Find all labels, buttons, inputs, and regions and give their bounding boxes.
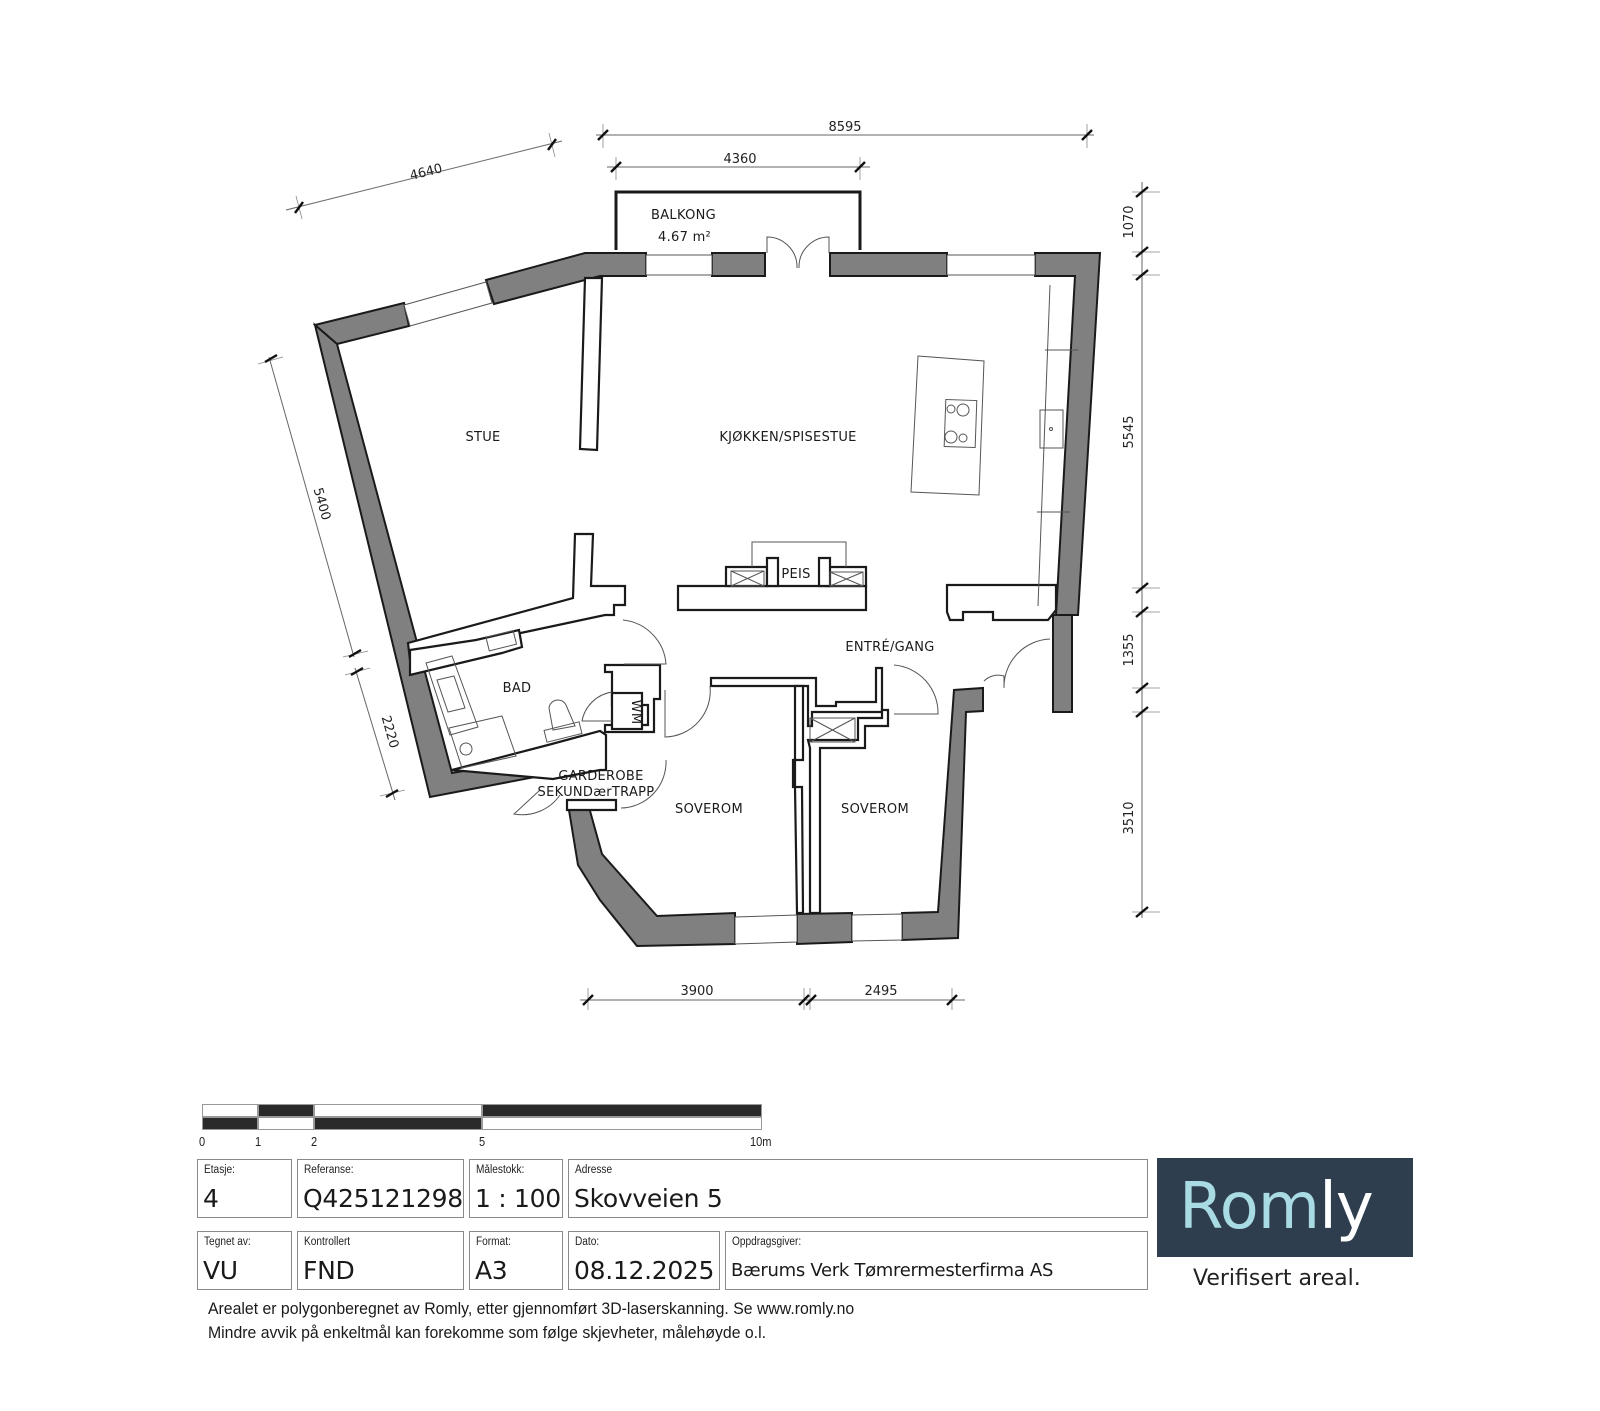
dim-top-total: 8595 <box>828 120 861 135</box>
field-kontrollert: Kontrollert FND <box>297 1231 464 1290</box>
malestokk-label: Målestokk: <box>476 1164 525 1176</box>
field-adresse: Adresse Skovveien 5 <box>568 1159 1148 1218</box>
dim-left-lower: 2220 <box>378 714 402 750</box>
wm-door <box>581 691 613 722</box>
dim-left-upper: 5400 <box>310 486 334 522</box>
dim-right-4: 3510 <box>1122 801 1137 834</box>
adresse-value: Skovveien 5 <box>574 1184 723 1213</box>
bad-door <box>622 619 667 665</box>
dato-value: 08.12.2025 <box>574 1256 715 1285</box>
label-balkong-area: 4.67 m² <box>658 230 711 245</box>
tegnet-av-label: Tegnet av: <box>204 1236 251 1248</box>
exterior-walls <box>312 252 1102 948</box>
dim-top-balcony: 4360 <box>723 152 756 167</box>
romly-logo: Romly <box>1157 1158 1413 1257</box>
scale-label-5: 5 <box>479 1134 486 1149</box>
scale-label-0: 0 <box>199 1134 206 1149</box>
etasje-label: Etasje: <box>204 1164 235 1176</box>
balcony-outline <box>614 190 862 250</box>
label-wm: WM <box>628 700 643 725</box>
adresse-label: Adresse <box>575 1164 613 1176</box>
dato-label: Dato: <box>575 1236 600 1248</box>
dim-bottom-2: 2495 <box>864 984 897 999</box>
label-soverom-1: SOVEROM <box>675 802 743 817</box>
field-format: Format: A3 <box>469 1231 563 1290</box>
kontrollert-label: Kontrollert <box>304 1236 351 1248</box>
oppdragsgiver-value: Bærums Verk Tømrermesterfirma AS <box>731 1260 1054 1281</box>
format-label: Format: <box>476 1236 511 1248</box>
scale-label-10m: 10m <box>750 1134 772 1149</box>
referanse-value: Q425121298 <box>303 1184 463 1213</box>
logo-text-ly: ly <box>1319 1170 1374 1244</box>
field-oppdragsgiver: Oppdragsgiver: Bærums Verk Tømrermesterf… <box>725 1231 1148 1290</box>
cooktop <box>943 398 978 449</box>
tegnet-av-value: VU <box>203 1256 238 1285</box>
field-etasje: Etasje: 4 <box>197 1159 292 1218</box>
footnote-line-2: Mindre avvik på enkeltmål kan forekomme … <box>208 1323 766 1342</box>
label-entre: ENTRÉ/GANG <box>845 639 934 655</box>
field-tegnet-av: Tegnet av: VU <box>197 1231 292 1290</box>
kitchen-island <box>910 355 985 496</box>
kontrollert-value: FND <box>303 1256 355 1285</box>
scale-label-2: 2 <box>311 1134 318 1149</box>
label-kjokken: KJØKKEN/SPISESTUE <box>719 430 856 445</box>
soverom-1-door <box>664 685 711 738</box>
label-stue: STUE <box>465 430 500 445</box>
dim-top-left-angled: 4640 <box>408 161 444 184</box>
label-bad: BAD <box>503 681 532 696</box>
field-dato: Dato: 08.12.2025 <box>568 1231 720 1290</box>
scale-label-1: 1 <box>255 1134 262 1149</box>
malestokk-value: 1 : 100 <box>475 1184 561 1213</box>
garderobe-door <box>620 759 667 809</box>
referanse-label: Referanse: <box>304 1164 354 1176</box>
dim-right-3: 1355 <box>1122 633 1137 666</box>
footnote-line-1: Arealet er polygonberegnet av Romly, ett… <box>208 1299 855 1318</box>
oppdragsgiver-label: Oppdragsgiver: <box>732 1236 802 1248</box>
fixtures <box>425 284 1078 769</box>
label-peis: PEIS <box>781 567 810 582</box>
interior-walls <box>406 276 1058 915</box>
logo-text-rom: Rom <box>1179 1170 1320 1244</box>
doors[interactable] <box>512 619 1051 816</box>
field-malestokk: Målestokk: 1 : 100 <box>469 1159 563 1218</box>
label-sekundaertrapp: SEKUNDærTRAPP <box>538 785 655 800</box>
balcony-door[interactable] <box>766 236 830 269</box>
entry-door <box>983 638 1051 689</box>
label-soverom-2: SOVEROM <box>841 802 909 817</box>
floor-plan: 8595 4360 4640 5400 2220 <box>257 120 1160 1010</box>
dim-bottom-1: 3900 <box>680 984 713 999</box>
dim-right-1: 1070 <box>1122 205 1137 238</box>
kitchen-sink <box>1039 409 1064 449</box>
format-value: A3 <box>475 1256 508 1285</box>
label-garderobe: GARDEROBE <box>558 769 643 784</box>
etasje-value: 4 <box>203 1184 219 1213</box>
field-referanse: Referanse: Q425121298 <box>297 1159 464 1218</box>
label-balkong: BALKONG <box>651 208 716 223</box>
logo-tagline: Verifisert areal. <box>1193 1266 1361 1291</box>
dim-right-2: 5545 <box>1122 415 1137 448</box>
windows <box>403 254 1036 945</box>
soverom-2-door <box>893 664 939 715</box>
room-labels: BALKONG 4.67 m² STUE KJØKKEN/SPISESTUE P… <box>465 208 934 817</box>
scale-bar <box>202 1104 762 1130</box>
sekundaertrapp-door <box>512 789 561 816</box>
